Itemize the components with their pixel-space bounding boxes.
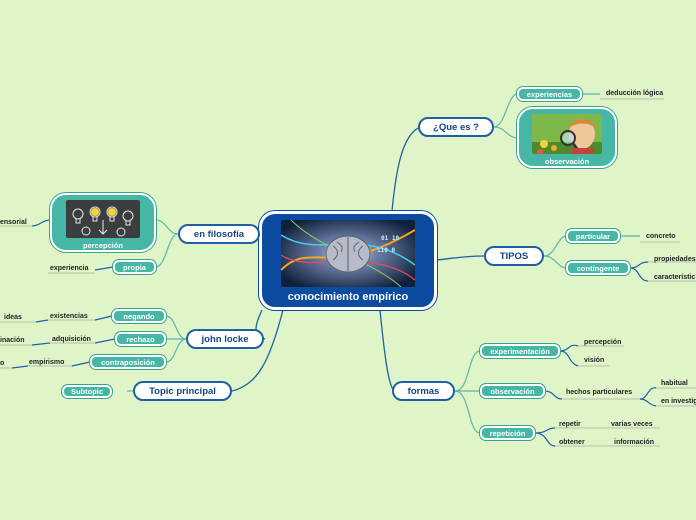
subtopic-contraposicion[interactable]: contraposición xyxy=(90,355,166,369)
leaf-vision[interactable]: visión xyxy=(584,356,605,364)
leaf-obtener[interactable]: obtener xyxy=(559,438,585,446)
topic-principal[interactable]: Topic principal xyxy=(133,381,232,401)
leaf-concreto[interactable]: concreto xyxy=(646,232,676,240)
leaf-caracteristicas[interactable]: característic xyxy=(654,273,696,281)
leaf-deduccion[interactable]: deducción lógica xyxy=(606,89,664,97)
subtopic-contingente[interactable]: contingente xyxy=(566,261,630,275)
central-topic[interactable]: 01 10 110 0 conocimiento empírico xyxy=(259,211,437,310)
subtopic-observacion[interactable]: observación xyxy=(480,384,545,398)
brain-image: 01 10 110 0 xyxy=(281,220,415,287)
subtopic-repeticion[interactable]: repetición xyxy=(480,426,535,440)
subtopic-experiencias[interactable]: experiencias xyxy=(517,87,582,101)
leaf-percepcion[interactable]: percepción xyxy=(584,338,622,346)
leaf-informacion[interactable]: información xyxy=(614,438,655,446)
card-caption-observacion: observación xyxy=(544,157,590,166)
svg-text:01 10: 01 10 xyxy=(381,235,399,242)
leaf-investig[interactable]: en investig xyxy=(661,397,696,405)
leaf-habitual[interactable]: habitual xyxy=(661,379,688,387)
leaf-adquisicion[interactable]: adquisición xyxy=(52,335,91,343)
topic-john-locke[interactable]: john locke xyxy=(186,329,264,349)
card-caption-percepcion: percepción xyxy=(82,241,123,250)
topic-que-es[interactable]: ¿Que es ? xyxy=(418,117,494,137)
child-magnifier-image xyxy=(532,114,602,154)
leaf-inacion[interactable]: inación xyxy=(0,336,25,344)
leaf-propiedades[interactable]: propiedades xyxy=(654,255,696,263)
subtopic-propia[interactable]: propia xyxy=(113,260,156,274)
card-percepcion[interactable]: percepción xyxy=(50,193,156,252)
card-observacion[interactable]: observación xyxy=(517,107,617,168)
subtopic-rechazo[interactable]: rechazo xyxy=(115,332,166,346)
leaf-empirismo[interactable]: empirismo xyxy=(29,358,65,366)
leaf-experiencia[interactable]: experiencia xyxy=(50,264,89,272)
subtopic-negando[interactable]: negando xyxy=(112,309,166,323)
topic-tipos[interactable]: TIPOS xyxy=(484,246,544,266)
topic-formas[interactable]: formas xyxy=(392,381,455,401)
svg-text:110 0: 110 0 xyxy=(377,247,395,254)
subtopic-particular[interactable]: particular xyxy=(566,229,620,243)
leaf-repetir[interactable]: repetir xyxy=(559,420,581,428)
leaf-sensorial[interactable]: ensorial xyxy=(0,218,27,226)
leaf-varias-veces[interactable]: varias veces xyxy=(611,420,653,428)
lightbulbs-chalkboard-image xyxy=(66,200,140,238)
subtopic-default[interactable]: Subtopic xyxy=(62,385,112,398)
leaf-hechos[interactable]: hechos particulares xyxy=(566,388,633,396)
leaf-ideas[interactable]: ideas xyxy=(4,313,22,321)
topic-en-filosofia[interactable]: en filosofía xyxy=(178,224,260,244)
subtopic-experimentacion[interactable]: experimentación xyxy=(480,344,560,358)
leaf-o[interactable]: o xyxy=(0,359,5,367)
leaf-existencias[interactable]: existencias xyxy=(50,312,88,320)
central-title: conocimiento empírico xyxy=(287,291,409,303)
